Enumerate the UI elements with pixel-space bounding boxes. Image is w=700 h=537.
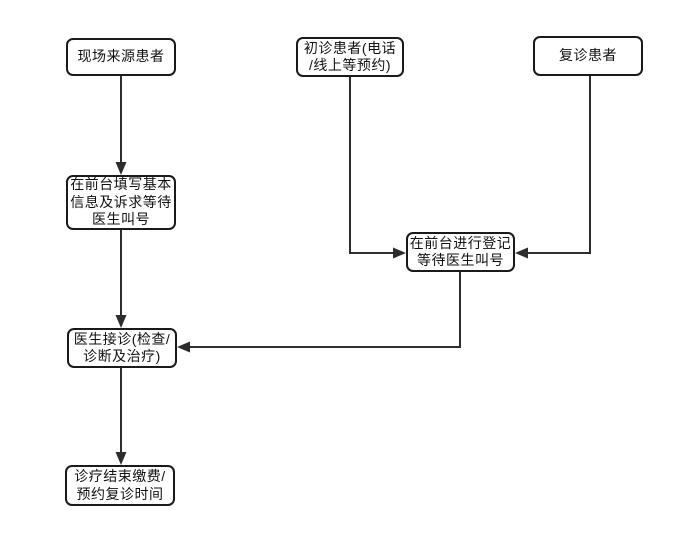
node-label: 医生接诊(检查/ 诊断及治疗) [69,331,175,366]
arrow-return-to-register [515,76,591,259]
node-doctor-consult: 医生接诊(检查/ 诊断及治疗) [67,328,177,368]
node-label: 在前台进行登记 等待医生叫号 [408,235,513,270]
node-checkout: 诊疗结束缴费/ 预约复诊时间 [65,465,175,506]
node-walkin-patient: 现场来源患者 [66,38,176,76]
node-label-line: 诊疗结束缴费/ [74,468,166,484]
node-label: 复诊患者 [535,47,641,65]
node-label-line: 医生叫号 [92,211,150,228]
node-label-line: 现场来源患者 [77,48,165,65]
node-label-line: 在前台填写基本 [70,176,172,193]
node-front-desk-form: 在前台填写基本 信息及诉求等待 医生叫号 [66,175,176,230]
node-label: 初诊患者(电话 /线上等预约) [298,40,402,75]
node-label-line: 等待医生叫号 [417,252,504,268]
node-label-line: 初诊患者(电话 [303,39,397,56]
arrow-form-to-consult [115,230,127,328]
node-label-line: 预约复诊时间 [76,485,164,502]
arrow-walkin-to-form [115,76,127,175]
node-label-line: 医生接诊(检查/ [73,330,171,347]
node-label: 诊疗结束缴费/ 预约复诊时间 [67,468,173,503]
arrow-register-to-consult [177,271,461,353]
node-label-line: /线上等预约) [308,57,392,73]
node-front-desk-register: 在前台进行登记 等待医生叫号 [406,232,515,272]
node-label-line: 诊断及治疗) [83,348,161,364]
node-first-visit-patient: 初诊患者(电话 /线上等预约) [296,37,404,77]
node-label: 在前台填写基本 信息及诉求等待 医生叫号 [68,176,174,229]
node-label-line: 信息及诉求等待 [70,193,172,210]
node-label-line: 复诊患者 [559,47,617,64]
node-label-line: 在前台进行登记 [409,234,512,251]
arrow-consult-to-checkout [115,367,127,465]
node-label: 现场来源患者 [68,48,174,66]
node-return-patient: 复诊患者 [533,36,643,76]
arrow-firstvisit-to-register [349,76,406,259]
